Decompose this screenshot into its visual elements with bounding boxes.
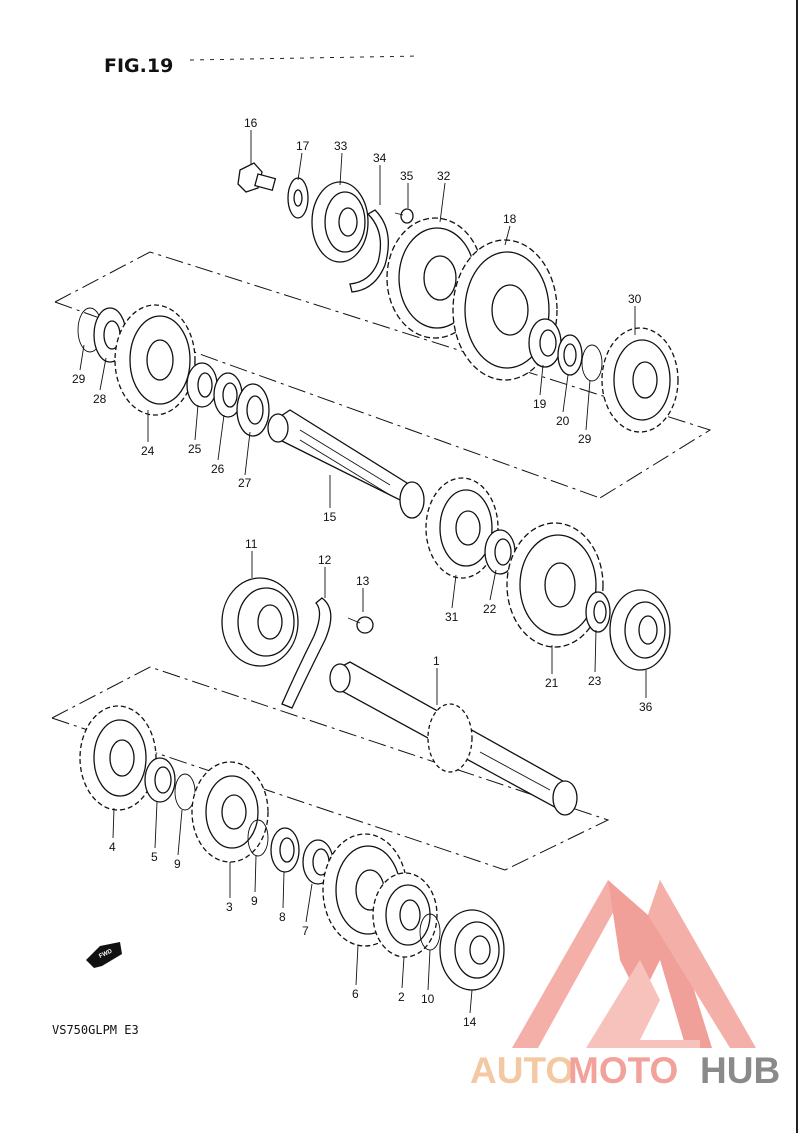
callout-23: 23 (588, 674, 602, 688)
figure-title: FIG.19 (104, 55, 173, 77)
driveshaft-1 (329, 661, 578, 816)
callout-labels: 16 17 33 34 35 32 18 30 19 20 29 29 28 2… (72, 116, 653, 1029)
callout-25: 25 (188, 442, 202, 456)
circlip-29-right (581, 344, 603, 382)
washer-17-hole (293, 189, 303, 207)
callout-17: 17 (296, 139, 310, 153)
bearing-36 (609, 589, 671, 671)
gear-21 (506, 522, 604, 648)
washer-8 (270, 827, 300, 873)
callout-4: 4 (109, 840, 116, 854)
callout-28: 28 (93, 392, 107, 406)
callout-2: 2 (398, 990, 405, 1004)
callout-11: 11 (245, 537, 258, 551)
callout-8: 8 (279, 910, 286, 924)
callout-20: 20 (556, 414, 570, 428)
callout-21: 21 (545, 676, 559, 690)
title-rule (189, 55, 421, 61)
gear-31 (425, 477, 499, 579)
callout-31: 31 (445, 610, 459, 624)
bearing-11 (221, 577, 299, 667)
callout-34: 34 (373, 151, 387, 165)
bushing-5 (144, 757, 176, 803)
washer-20-hole (563, 343, 577, 367)
callout-33: 33 (334, 139, 348, 153)
callout-12: 12 (318, 553, 332, 567)
callout-32: 32 (437, 169, 451, 183)
fwd-label: FWD (98, 948, 114, 959)
callout-35: 35 (400, 169, 414, 183)
gear-4 (79, 705, 157, 811)
callout-16: 16 (244, 116, 258, 130)
callout-6: 6 (352, 987, 359, 1001)
callout-36: 36 (639, 700, 653, 714)
gear-24 (114, 304, 196, 416)
callout-24: 24 (141, 444, 155, 458)
callout-22: 22 (483, 602, 497, 616)
countershaft-group-outline (54, 251, 712, 499)
driveshaft-group-outline (51, 666, 610, 871)
callout-1: 1 (433, 654, 440, 668)
bearing-33 (311, 181, 369, 263)
gear-2 (372, 872, 438, 958)
callout-9-left: 9 (174, 857, 181, 871)
fwd-arrow-icon: FWD (86, 942, 122, 968)
retainer-34 (349, 209, 389, 293)
circlip-9-left (174, 773, 196, 811)
callout-19: 19 (533, 397, 547, 411)
screw-13 (347, 616, 374, 634)
watermark-hub: HUB (700, 1050, 780, 1091)
gear-3 (191, 761, 269, 863)
bushing-25 (186, 362, 218, 408)
callout-3: 3 (226, 900, 233, 914)
leader-lines (79, 130, 647, 1014)
bearing-14 (439, 909, 505, 991)
screw-35 (394, 208, 414, 224)
bolt-16 (237, 162, 277, 193)
model-code: VS750GLPM E3 (52, 1023, 139, 1037)
retainer-12 (281, 597, 332, 709)
callout-7: 7 (302, 924, 309, 938)
bushing-19 (528, 318, 562, 368)
washer-23-hole (593, 600, 607, 624)
callout-26: 26 (211, 462, 225, 476)
callout-18: 18 (503, 212, 517, 226)
callout-14: 14 (463, 1015, 477, 1029)
bushing-22 (484, 529, 516, 575)
callout-9-right: 9 (251, 894, 258, 908)
watermark-auto: AUTO (470, 1050, 574, 1091)
automotohub-logo (512, 880, 756, 1048)
callout-15: 15 (323, 510, 337, 524)
callout-29-right: 29 (578, 432, 592, 446)
callout-29-left: 29 (72, 372, 86, 386)
callout-5: 5 (151, 850, 158, 864)
callout-13: 13 (356, 574, 370, 588)
callout-10: 10 (421, 992, 435, 1006)
callout-30: 30 (628, 292, 642, 306)
watermark-moto: MOTO (568, 1050, 678, 1091)
countershaft-15 (267, 409, 425, 519)
callout-27: 27 (238, 476, 252, 490)
washer-26 (213, 372, 243, 418)
gear-30 (601, 327, 679, 433)
circlip-9-right (247, 819, 269, 857)
washer-27 (236, 383, 270, 437)
